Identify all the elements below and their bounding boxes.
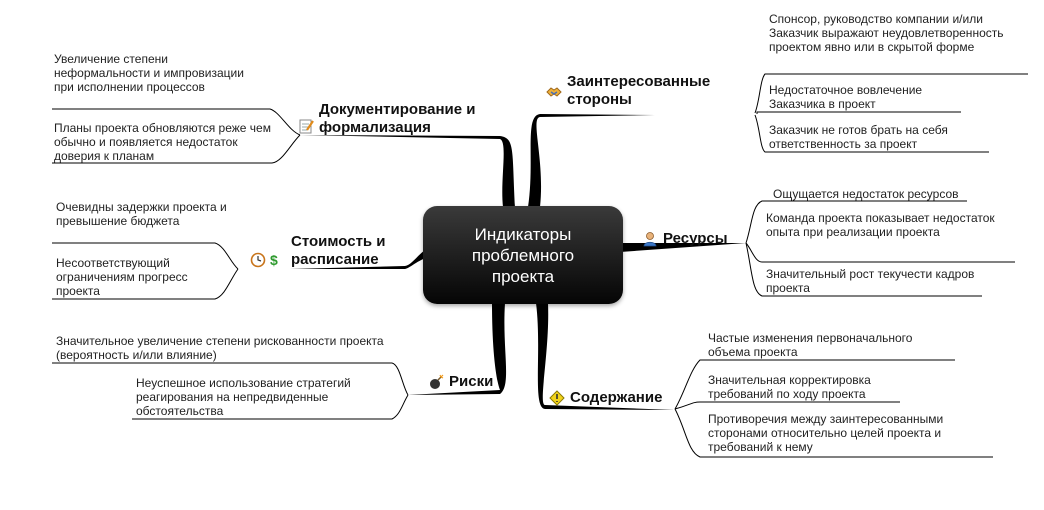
memo-icon <box>299 119 314 134</box>
leaf-scope-3[interactable]: Противоречия между заинтересованными сто… <box>708 412 944 454</box>
central-topic[interactable]: Индикаторы проблемного проекта <box>423 206 623 304</box>
leaf-risks-1[interactable]: Значительное увеличение степени рискован… <box>56 334 384 362</box>
leaf-stakeholders-1[interactable]: Спонсор, руководство компании и/или Зака… <box>769 12 1004 54</box>
branch-risks-label: Риски <box>449 373 494 390</box>
branch-risks[interactable]: Риски <box>428 373 493 391</box>
person-icon <box>643 232 657 247</box>
leaf-risks-2[interactable]: Неуспешное использование стратегий реаги… <box>136 376 351 418</box>
branch-stakeholders-label: Заинтересованные стороны <box>567 73 711 108</box>
branch-documentation[interactable]: Документирование и формализация <box>298 101 499 137</box>
clock-money-icon: $ <box>250 252 278 268</box>
central-topic-title: Индикаторы проблемного проекта <box>471 224 575 286</box>
branch-resources-label: Ресурсы <box>663 230 728 247</box>
bomb-icon <box>430 374 444 389</box>
leaf-stakeholders-3[interactable]: Заказчик не готов брать на себя ответств… <box>769 123 948 151</box>
leaf-resources-1[interactable]: Ощущается недостаток ресурсов <box>773 187 959 201</box>
leaf-cost-1[interactable]: Очевидны задержки проекта и превышение б… <box>56 200 227 228</box>
leaf-documentation-2[interactable]: Планы проекта обновляются реже чем обычн… <box>54 121 271 163</box>
branch-stakeholders[interactable]: Заинтересованные стороны <box>546 73 737 109</box>
leaf-resources-3[interactable]: Значительный рост текучести кадров проек… <box>766 267 975 295</box>
svg-text:$: $ <box>270 252 278 268</box>
leaf-scope-1[interactable]: Частые изменения первоначального объема … <box>708 331 913 359</box>
branch-resources[interactable]: Ресурсы <box>642 230 728 248</box>
branch-scope-label: Содержание <box>570 389 663 406</box>
branch-cost-label: Стоимость и расписание <box>291 233 386 268</box>
branch-cost[interactable]: $ Стоимость и расписание <box>250 233 406 269</box>
leaf-scope-2[interactable]: Значительная корректировка требований по… <box>708 373 871 401</box>
handshake-icon <box>546 87 562 97</box>
leaf-stakeholders-2[interactable]: Недостаточное вовлечение Заказчика в про… <box>769 83 923 111</box>
leaf-documentation-1[interactable]: Увеличение степени неформальности и импр… <box>54 52 244 94</box>
leaf-cost-2[interactable]: Несоответствующий ограничениям прогресс … <box>56 256 188 298</box>
branch-scope[interactable]: Содержание <box>549 389 662 407</box>
branch-documentation-label: Документирование и формализация <box>319 101 476 136</box>
diamond-icon <box>549 390 565 406</box>
leaf-resources-2[interactable]: Команда проекта показывает недостаток оп… <box>766 211 995 239</box>
